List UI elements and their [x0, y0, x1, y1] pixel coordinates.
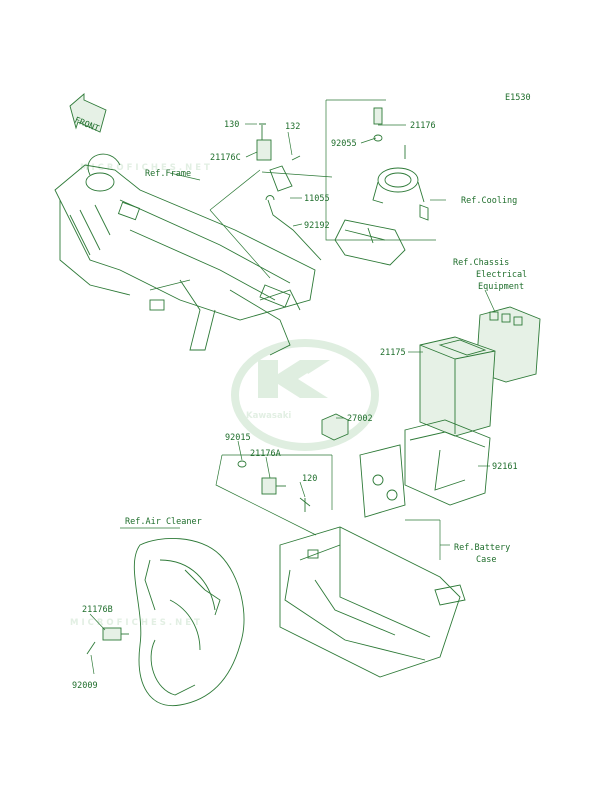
- ref-chassis-line3: Equipment: [478, 282, 524, 292]
- frame-illustration: [54, 153, 316, 356]
- watermark-site-top: MICROFICHES.NET: [80, 163, 213, 173]
- ref-cooling: Ref.Cooling: [461, 196, 517, 206]
- label-132: 132: [285, 122, 300, 132]
- label-11055: 11055: [304, 194, 330, 204]
- watermark: MICROFICHES.NET MICROFICHES.NET Kawasaki: [70, 163, 379, 628]
- cooling-assembly: [325, 99, 436, 266]
- ref-battery-line2: Case: [476, 555, 496, 565]
- ref-air-cleaner: Ref.Air Cleaner: [125, 517, 202, 527]
- label-92161: 92161: [492, 462, 518, 472]
- watermark-site-bottom: MICROFICHES.NET: [70, 618, 203, 628]
- battery-case: [279, 526, 466, 678]
- label-92192: 92192: [304, 221, 330, 231]
- label-92015: 92015: [225, 433, 251, 443]
- label-130: 130: [224, 120, 239, 130]
- label-92009: 92009: [72, 681, 98, 691]
- ref-chassis-line2: Electrical: [476, 270, 527, 280]
- label-120: 120: [302, 474, 317, 484]
- label-21176B: 21176B: [82, 605, 113, 615]
- sensor-bracket: [209, 123, 333, 279]
- label-92055: 92055: [331, 139, 357, 149]
- part-labels: 130 132 21176C 11055 92192 92055 21176 2…: [72, 120, 518, 691]
- air-cleaner: [86, 527, 245, 707]
- label-21175: 21175: [380, 348, 406, 358]
- label-21176: 21176: [410, 121, 436, 131]
- watermark-logo-text: Kawasaki: [246, 411, 291, 421]
- ecu-modules: [321, 306, 541, 518]
- kawasaki-logo-watermark: Kawasaki: [231, 339, 379, 451]
- reference-labels: Ref.Frame Ref.Cooling Ref.Chassis Electr…: [125, 169, 527, 565]
- label-21176A: 21176A: [250, 449, 281, 459]
- front-arrow-icon: FRONT: [69, 93, 107, 134]
- label-21176C: 21176C: [210, 153, 241, 163]
- sensor-21176A: [215, 454, 333, 536]
- ref-frame: Ref.Frame: [145, 169, 191, 179]
- label-27002: 27002: [347, 414, 373, 424]
- diagram-code: E1530: [505, 93, 531, 103]
- ref-battery-line1: Ref.Battery: [454, 543, 510, 553]
- leader-lines: [89, 123, 496, 675]
- ref-chassis-line1: Ref.Chassis: [453, 258, 509, 268]
